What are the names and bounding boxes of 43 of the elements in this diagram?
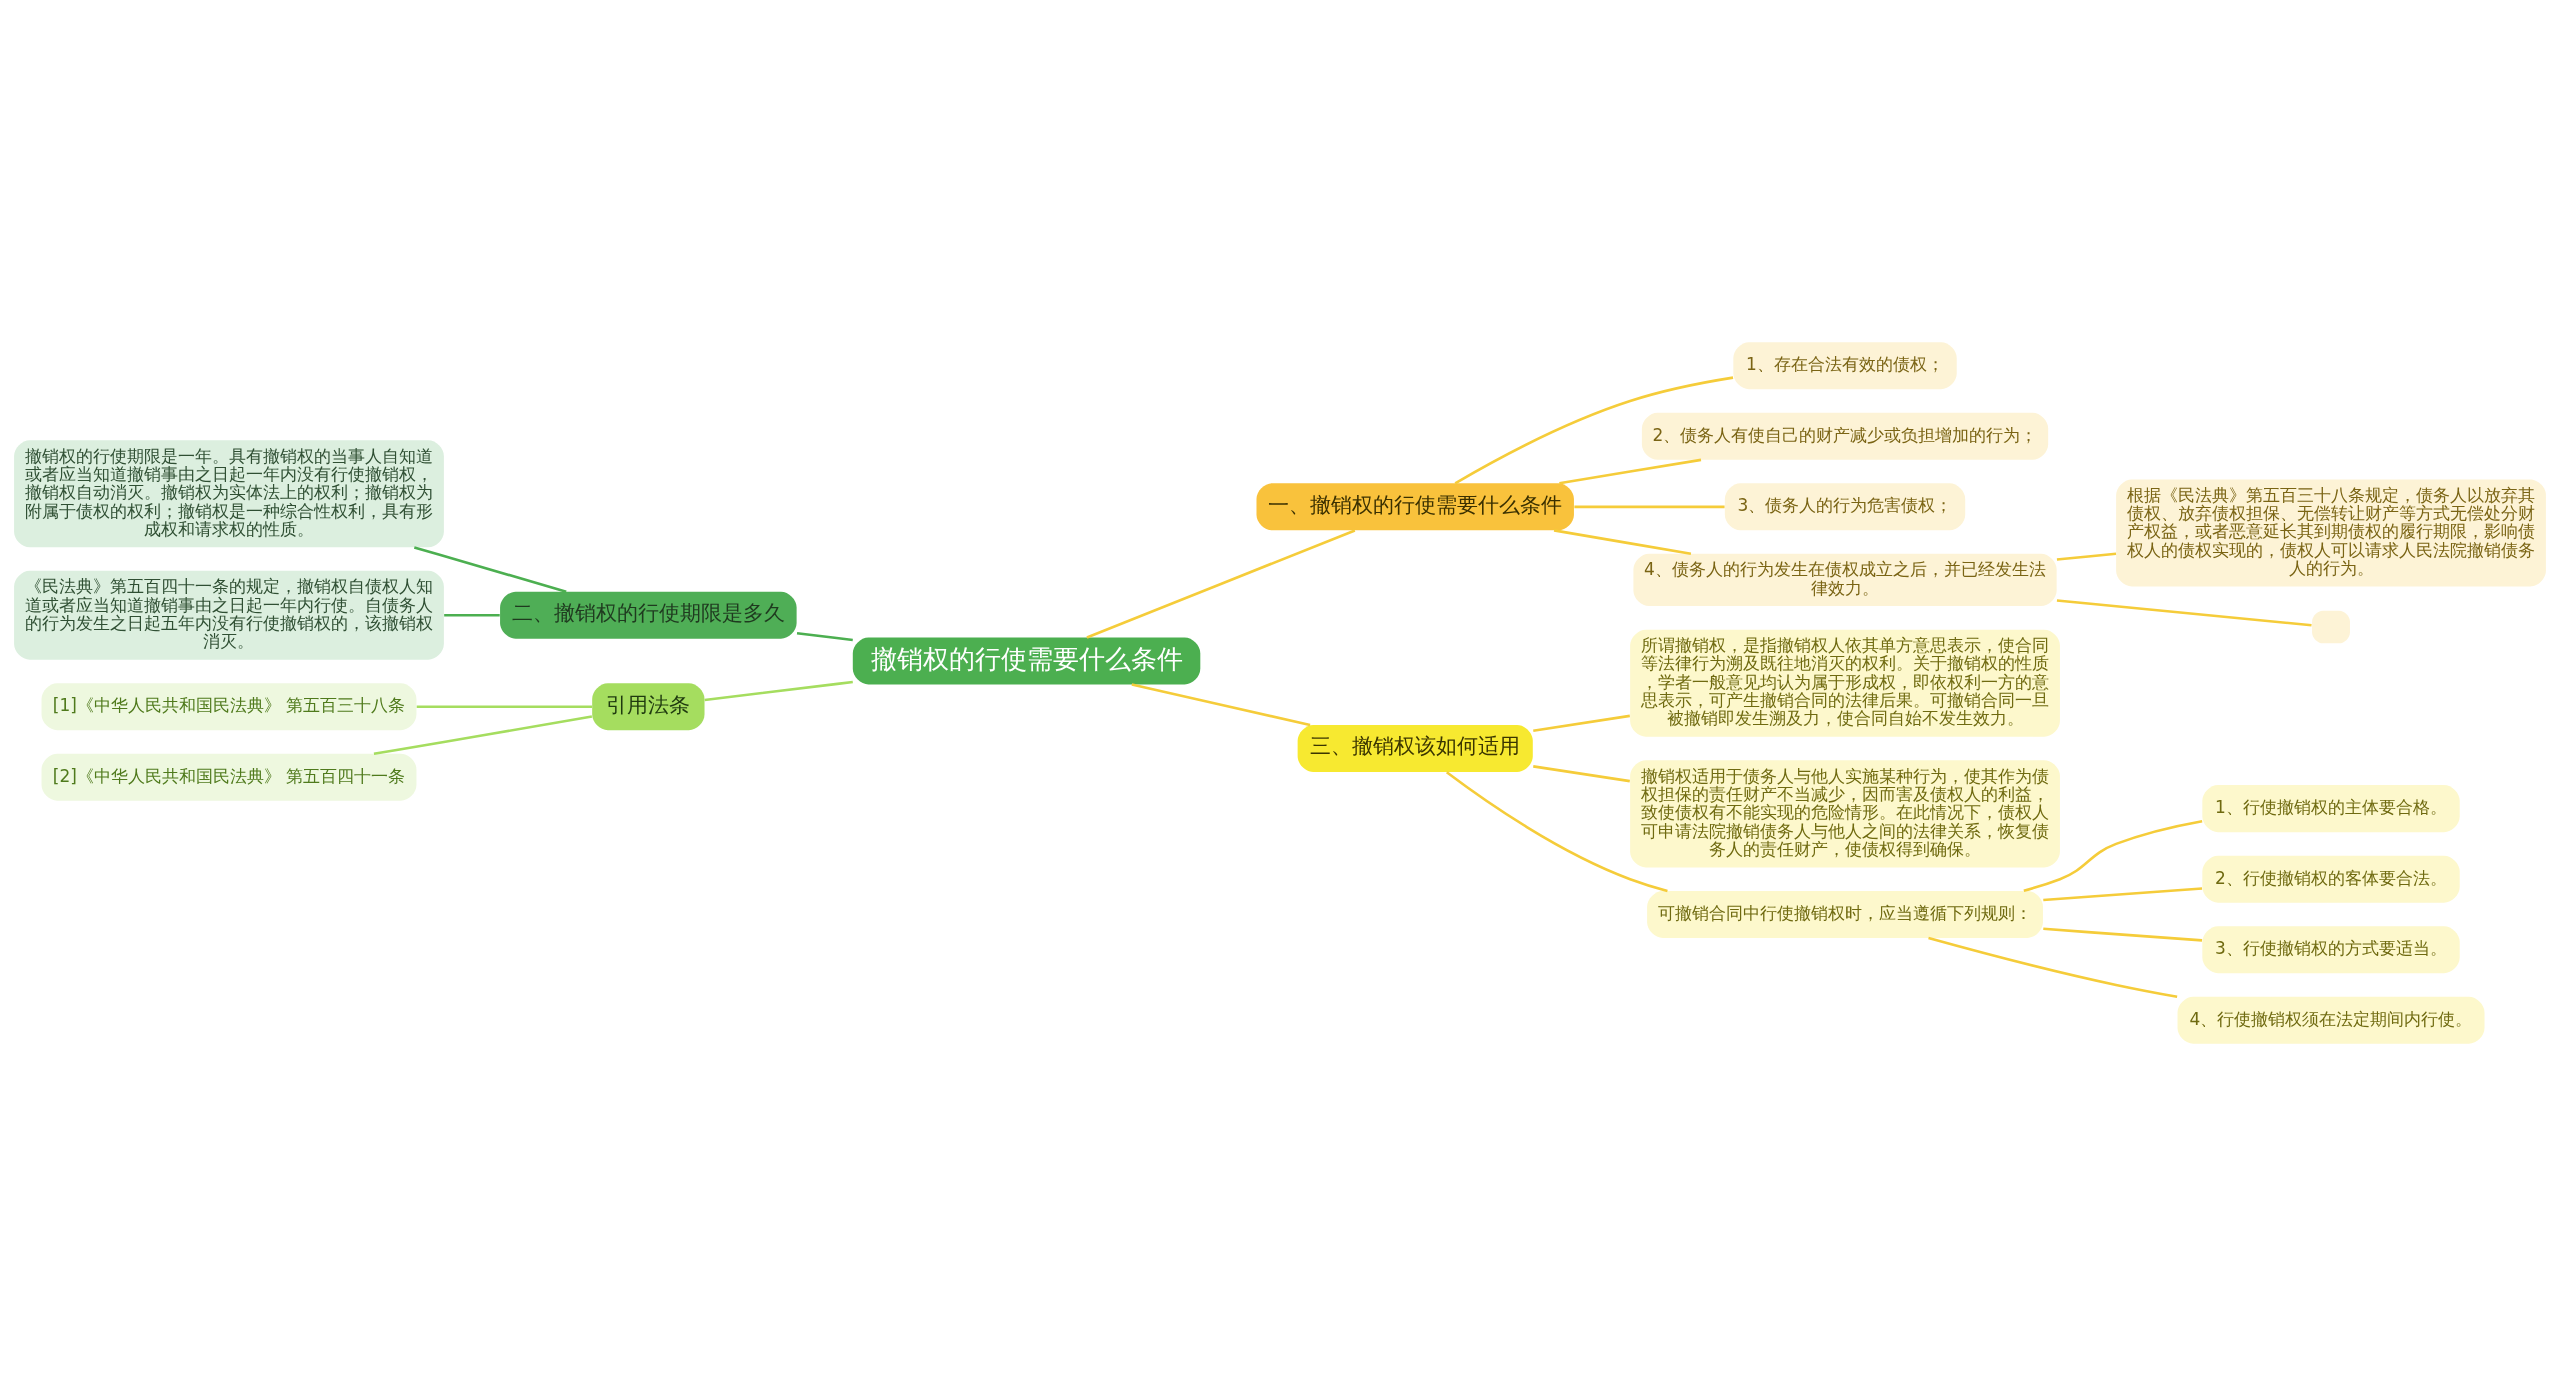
node-box: 根据《民法典》第五百三十八条规定，债务人以放弃其债权、放弃债权担保、无偿转让财产等方式无偿处分财产权益，或者恶意延长其到期债权的履行期限，影响债权人的债权实现的，债权人可以请求人民法院撤销债务人的行为。 [2116, 479, 2546, 587]
connector [1553, 529, 1692, 556]
node-box: 三、撤销权该如何适用 [1297, 725, 1533, 773]
connector [2056, 599, 2312, 627]
node-box: 二、撤销权的行使期限是多久 [500, 591, 797, 639]
node-box [2312, 610, 2350, 644]
node-box: 撤销权的行使需要什么条件 [852, 637, 1201, 685]
connector [2023, 819, 2203, 893]
node-box: 一、撤销权的行使需要什么条件 [1256, 483, 1574, 531]
connector [704, 680, 853, 702]
connector [1533, 765, 1630, 783]
connector [416, 705, 592, 709]
connector [1928, 936, 2178, 999]
connector [1131, 683, 1311, 727]
node-box: 2、债务人有使自己的财产减少或负担增加的行为； [1641, 412, 2049, 460]
connector [2056, 552, 2117, 561]
node-box: 撤销权的行使期限是一年。具有撤销权的当事人自知道或者应当知道撤销事由之日起一年内没有行使撤销权，撤销权自动消灭。撤销权为实体法上的权利；撤销权为附属于债权的权利；撤销权是一种综合性权利，具有形成权和请求权的性质。 [14, 440, 444, 548]
connector [796, 631, 853, 642]
node-box: 4、债务人的行为发生在债权成立之后，并已经发生法律效力。 [1633, 553, 2057, 607]
node-box: 所谓撤销权，是指撤销权人依其单方意思表示，使合同等法律行为溯及既往地消灭的权利。关于撤销权的性质，学者一般意见均认为属于形成权，即依权利一方的意思表示，可产生撤销合同的法律后果。可撤销合同一旦被撤销即发生溯及力，使合同自始不发生效力。 [1630, 629, 2060, 737]
node-box: 3、债务人的行为危害债权； [1724, 483, 1966, 531]
node-box: [2]《中华人民共和国民法典》 第五百四十一条 [41, 753, 417, 801]
connector [1559, 458, 1702, 485]
node-box: 4、行使撤销权须在法定期间内行使。 [2177, 996, 2485, 1044]
node-box: [1]《中华人民共和国民法典》 第五百三十八条 [41, 683, 417, 731]
connector [373, 715, 593, 755]
node-box: 1、行使撤销权的主体要合格。 [2202, 785, 2460, 833]
connector [444, 613, 500, 617]
node-box: 2、行使撤销权的客体要合法。 [2202, 855, 2460, 903]
node-box: 《民法典》第五百四十一条的规定，撤销权自债权人知道或者应当知道撤销事由之日起一年内行使。自债务人的行为发生之日起五年内没有行使撤销权的，该撤销权消灭。 [14, 570, 444, 660]
node-box: 可撤销合同中行使撤销权时，应当遵循下列规则： [1647, 890, 2043, 938]
connector [1533, 714, 1630, 732]
connector [2043, 887, 2203, 902]
connector [2043, 927, 2203, 942]
node-box: 3、行使撤销权的方式要适当。 [2202, 926, 2460, 974]
connector [1574, 505, 1725, 509]
node-box: 引用法条 [592, 683, 705, 731]
connector [1454, 376, 1734, 485]
connector [413, 546, 567, 593]
node-box: 1、存在合法有效的债权； [1733, 342, 1957, 390]
connector [1086, 529, 1356, 639]
node-box: 撤销权适用于债务人与他人实施某种行为，使其作为债权担保的责任财产不当减少，因而害及债权人的利益，致使债权有不能实现的危险情形。在此情况下，债权人可申请法院撤销债务人与他人之间的法律关系，恢复债务人的责任财产，使债权得到确保。 [1630, 760, 2060, 868]
connector [1445, 771, 1668, 893]
